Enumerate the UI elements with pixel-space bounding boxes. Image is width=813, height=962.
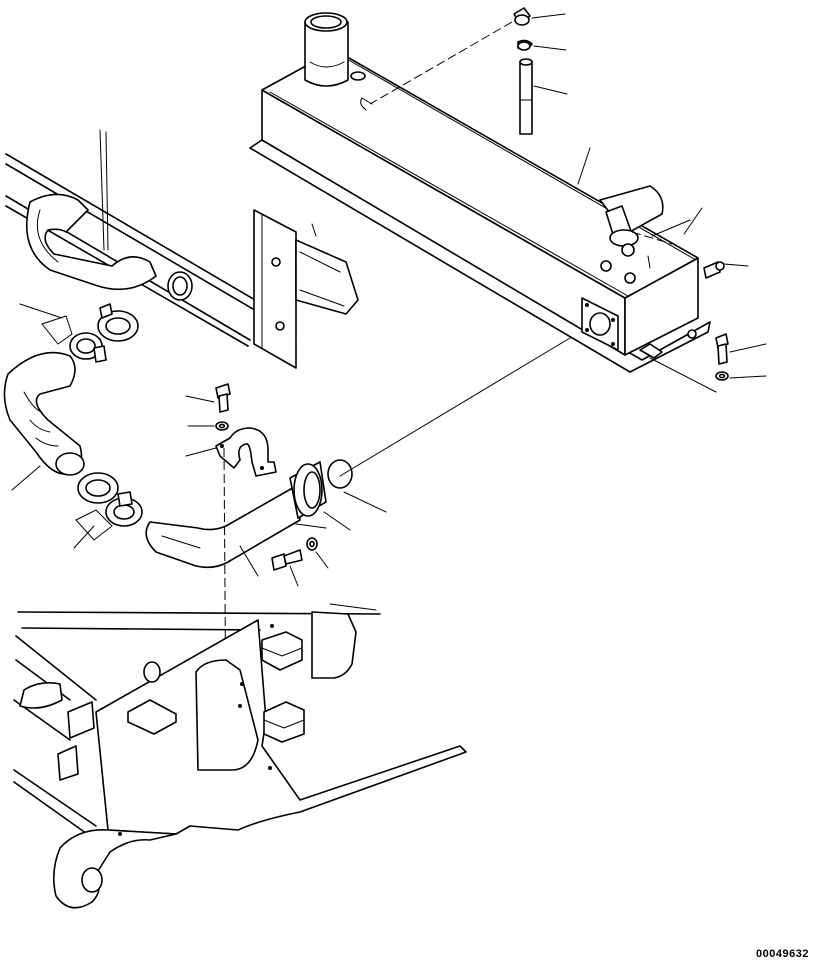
pipe-clamp-bracket bbox=[215, 427, 277, 477]
hose-clamps-upper bbox=[19, 303, 139, 363]
part-code-label: 00049632 bbox=[756, 948, 809, 960]
leader-lines bbox=[651, 219, 691, 237]
upper-hose bbox=[25, 193, 157, 291]
saddle-hardware bbox=[185, 383, 231, 457]
hose-clamps-lower bbox=[11, 465, 143, 549]
coolant-pipe bbox=[145, 337, 571, 577]
mount-bolt-right bbox=[649, 333, 767, 393]
pipe-bolt bbox=[271, 537, 329, 587]
sight-gauge-parts bbox=[369, 7, 749, 267]
machine-frame bbox=[13, 603, 467, 909]
alignment-line bbox=[223, 447, 227, 741]
reservoir-tank bbox=[249, 12, 725, 373]
lower-hose bbox=[3, 351, 85, 476]
